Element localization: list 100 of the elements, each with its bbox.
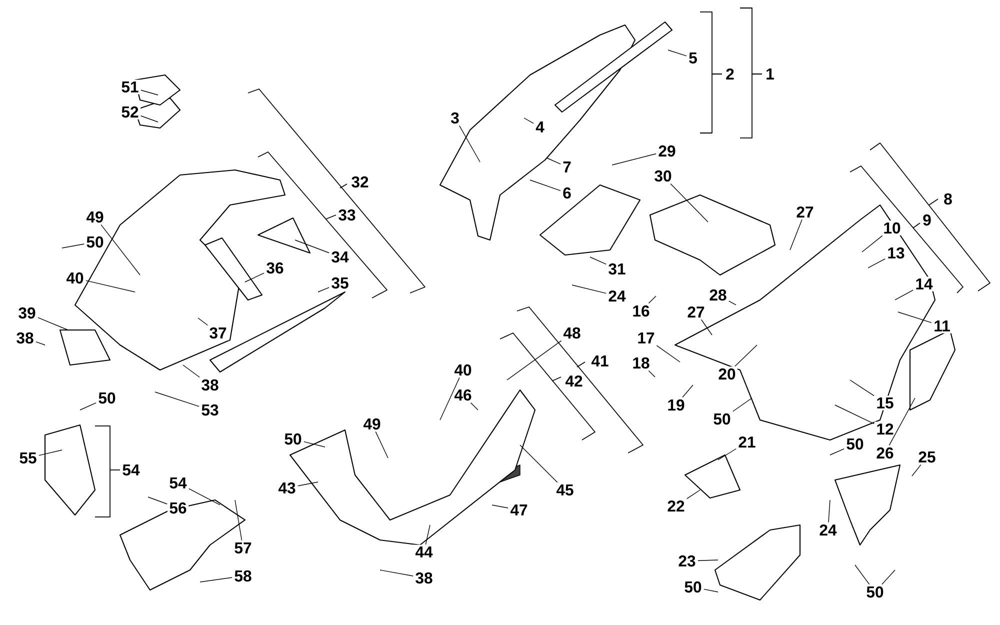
callout-number: 27 bbox=[685, 304, 707, 320]
callout-number: 10 bbox=[881, 220, 903, 236]
callout-number: 32 bbox=[352, 176, 368, 188]
leader-line bbox=[648, 370, 656, 378]
leader-line bbox=[36, 341, 46, 346]
leader-line bbox=[888, 398, 916, 446]
callout-number: 46 bbox=[452, 388, 474, 402]
leader-line bbox=[38, 317, 68, 330]
callout-number: 2 bbox=[726, 68, 734, 80]
leader-line bbox=[234, 500, 242, 541]
leader-line bbox=[298, 482, 318, 486]
callout-number: 29 bbox=[656, 144, 678, 158]
callout-number: 38 bbox=[413, 570, 435, 586]
callout-number: 55 bbox=[17, 450, 39, 466]
callout-number: 6 bbox=[560, 186, 574, 200]
callout-number: 57 bbox=[232, 540, 254, 556]
leader-line bbox=[912, 464, 922, 476]
callout-number: 49 bbox=[84, 210, 106, 224]
callout-number: 50 bbox=[84, 234, 106, 250]
callout-number: 14 bbox=[913, 276, 935, 292]
leader-line bbox=[86, 280, 136, 292]
callout-number: 13 bbox=[885, 246, 907, 260]
callout-number: 18 bbox=[630, 356, 652, 370]
callout-number: 37 bbox=[207, 326, 229, 340]
leader-line bbox=[828, 500, 830, 523]
callout-number: 54 bbox=[122, 464, 140, 476]
callout-number: 40 bbox=[452, 362, 474, 378]
callout-number: 38 bbox=[199, 378, 221, 392]
leader-line bbox=[440, 377, 460, 420]
callout-number: 49 bbox=[361, 416, 383, 432]
callout-number: 51 bbox=[119, 80, 141, 94]
leader-line bbox=[830, 448, 844, 456]
callout-number: 38 bbox=[14, 330, 36, 346]
callout-number: 34 bbox=[329, 250, 351, 264]
callout-number: 50 bbox=[844, 436, 866, 452]
callout-number: 11 bbox=[932, 318, 952, 334]
leader-line bbox=[200, 577, 232, 582]
leader-line bbox=[590, 256, 606, 264]
leader-line bbox=[572, 284, 606, 294]
leader-line bbox=[668, 50, 687, 56]
leader-line bbox=[425, 524, 430, 545]
leader-line bbox=[198, 318, 208, 326]
leader-line bbox=[704, 588, 718, 592]
leader-line bbox=[244, 272, 264, 282]
callout-number: 41 bbox=[591, 356, 608, 366]
leader-line bbox=[524, 118, 534, 124]
callout-number: 33 bbox=[338, 209, 356, 221]
callout-number: 40 bbox=[64, 270, 86, 286]
callout-number: 42 bbox=[565, 375, 582, 387]
callout-number: 9 bbox=[923, 214, 931, 226]
leader-line bbox=[834, 404, 874, 424]
leader-line bbox=[459, 125, 480, 162]
leader-line bbox=[530, 180, 561, 192]
callout-number: 5 bbox=[686, 50, 700, 66]
callout-number: 54 bbox=[167, 476, 189, 490]
callout-number: 1 bbox=[766, 68, 774, 80]
callout-number: 3 bbox=[448, 110, 462, 126]
leader-line bbox=[182, 364, 200, 378]
callout-number: 36 bbox=[264, 260, 286, 276]
leader-line bbox=[732, 398, 752, 412]
callout-number: 23 bbox=[676, 554, 698, 568]
leader-line bbox=[612, 153, 656, 166]
callout-number: 47 bbox=[508, 502, 530, 518]
callout-number: 8 bbox=[944, 193, 952, 205]
callout-number: 45 bbox=[554, 482, 576, 498]
leader-line bbox=[546, 158, 561, 164]
leader-line bbox=[470, 402, 478, 410]
callout-number: 24 bbox=[817, 522, 839, 538]
leader-line bbox=[375, 431, 388, 458]
leader-line bbox=[520, 444, 558, 483]
leader-line bbox=[188, 488, 220, 506]
callout-number: 26 bbox=[874, 446, 896, 460]
leader-line bbox=[700, 319, 712, 336]
callout-number: 50 bbox=[711, 412, 733, 426]
leader-line bbox=[718, 448, 736, 460]
callout-number: 22 bbox=[665, 498, 687, 514]
callout-number: 27 bbox=[794, 204, 816, 220]
leader-line bbox=[728, 300, 736, 306]
callout-number: 48 bbox=[561, 326, 583, 340]
leader-line bbox=[148, 496, 168, 504]
leader-line bbox=[698, 560, 718, 561]
callout-number: 28 bbox=[707, 288, 729, 302]
callout-number: 17 bbox=[635, 330, 657, 346]
leader-line bbox=[506, 340, 562, 380]
callout-number: 39 bbox=[16, 306, 38, 320]
leader-line bbox=[898, 312, 932, 324]
leader-line bbox=[100, 224, 140, 276]
leader-line bbox=[154, 392, 200, 407]
callout-number: 44 bbox=[413, 544, 435, 560]
callout-number: 12 bbox=[874, 422, 896, 436]
leader-line bbox=[894, 290, 914, 300]
leader-line bbox=[868, 258, 886, 268]
leader-line bbox=[854, 564, 870, 585]
leader-line bbox=[318, 287, 330, 292]
leader-line bbox=[850, 380, 874, 396]
callout-number: 30 bbox=[652, 168, 674, 184]
leader-line bbox=[734, 344, 758, 367]
leader-line bbox=[140, 116, 158, 122]
leader-line bbox=[670, 183, 708, 222]
callout-number: 50 bbox=[96, 390, 118, 406]
